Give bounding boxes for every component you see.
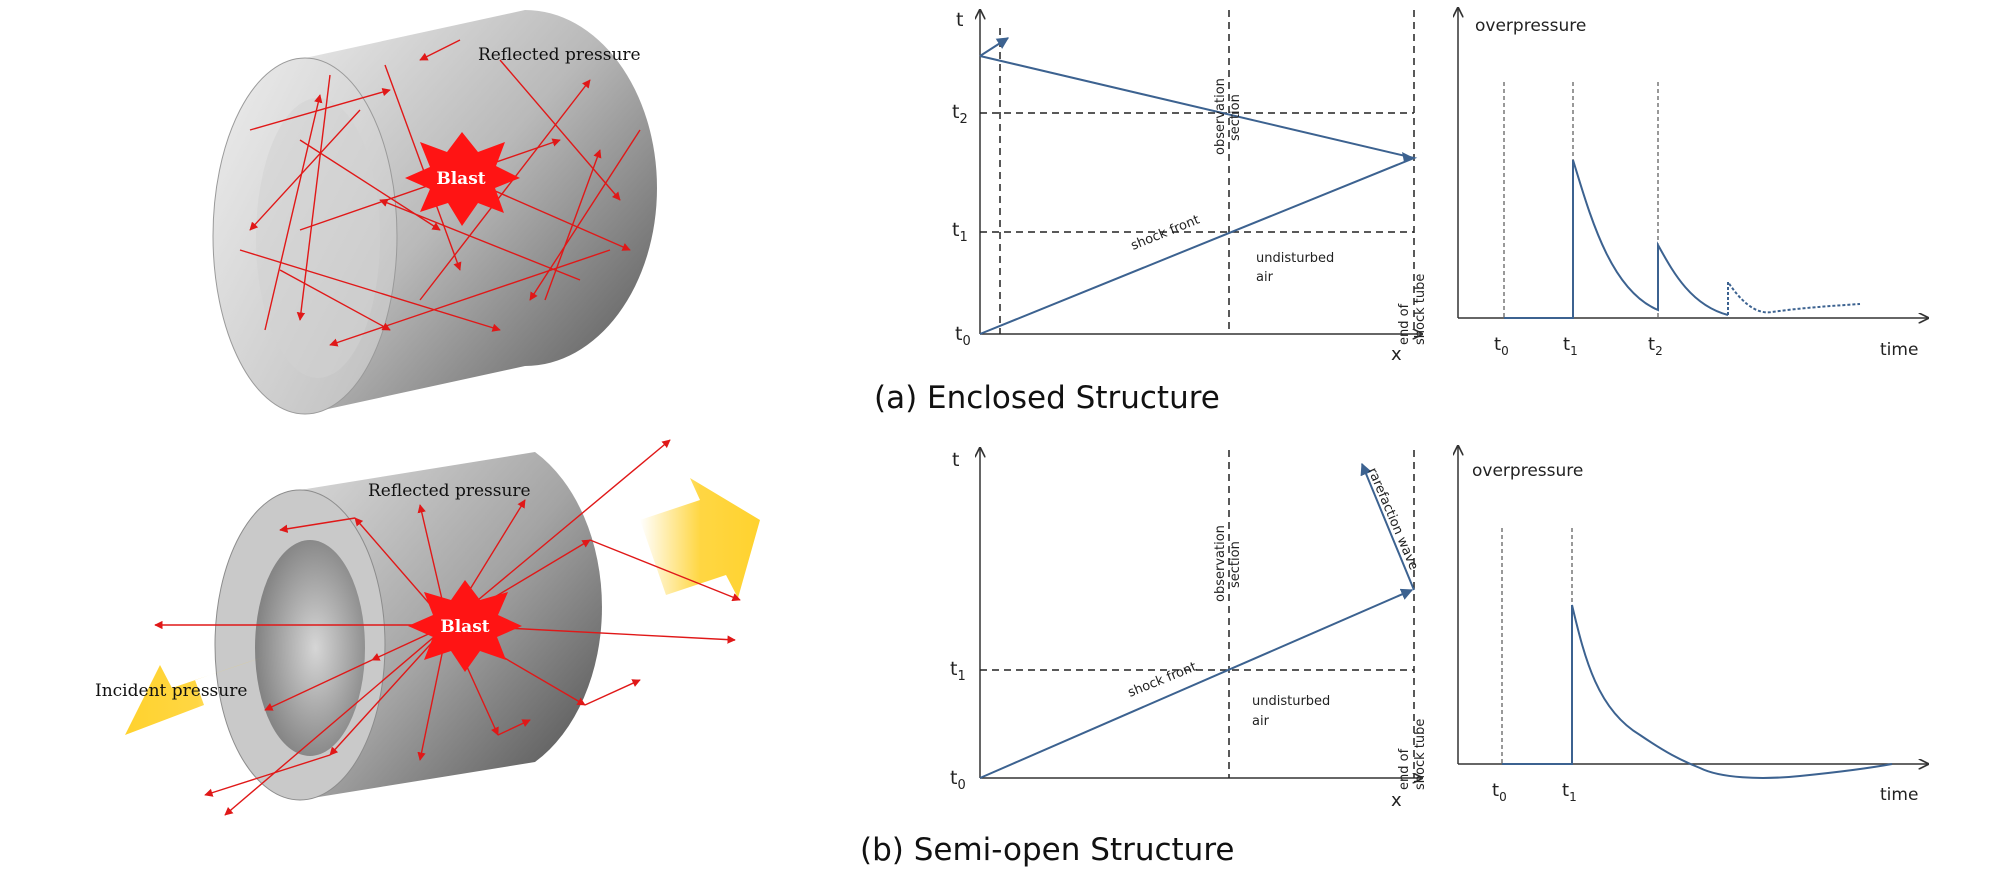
tick-t0: tt00	[1492, 780, 1507, 804]
overpressure-label: overpressure	[1475, 16, 1586, 36]
rarefaction-path	[1360, 462, 1415, 591]
caption-b: (b) Semi-open Structure	[860, 832, 1235, 868]
tick-t2: tt22	[952, 101, 968, 127]
tick-t1: tt11	[950, 658, 966, 684]
yellow-arrow-right	[640, 478, 760, 598]
cylinder-face-inner	[256, 98, 380, 378]
reflection-rays	[239, 39, 641, 347]
caption-a: (a) Enclosed Structure	[874, 380, 1220, 416]
time-label: time	[1880, 340, 1918, 360]
blast-label: Blast	[440, 617, 489, 637]
t-axis-label: t	[952, 449, 959, 471]
tick-t1: tt11	[1562, 780, 1577, 804]
panel-b-pressure-plot: overpressure time tt00 tt11	[1458, 446, 1928, 805]
observation-label: observationsection	[1213, 78, 1243, 155]
end-of-shock-tube-label: end ofshock tube	[1397, 719, 1428, 790]
end-of-shock-tube-label: end ofshock tube	[1397, 274, 1428, 345]
panel-b-xt-diagram: t x tt11 tt00 observationsection shock f…	[950, 448, 1428, 811]
shock-path	[979, 55, 1418, 335]
tick-t0: tt00	[955, 323, 971, 349]
overpressure-tail	[1727, 278, 1861, 315]
rarefaction-wave-label: rarefaction wave	[1364, 466, 1421, 573]
blast-label: Blast	[436, 169, 485, 189]
x-axis-label: x	[1391, 344, 1402, 365]
incident-pressure-label: Incident pressure	[95, 681, 247, 701]
observation-label: observationsection	[1213, 525, 1243, 602]
reflected-pressure-label: Reflected pressure	[478, 45, 641, 65]
reflection-point-marker	[1402, 152, 1414, 162]
panel-a-pressure-plot: overpressure time tt00 tt11 tt22	[1458, 8, 1928, 360]
reflected-shock-exit	[979, 37, 1010, 57]
reflected-pressure-label: Reflected pressure	[368, 481, 531, 501]
panel-b-illustration: Blast Reflected pressure Incident pressu…	[95, 439, 760, 816]
blast-burst	[405, 132, 520, 226]
overpressure-curve	[1502, 604, 1893, 779]
time-label: time	[1880, 785, 1918, 805]
tick-t2: tt22	[1648, 334, 1663, 358]
blast-burst	[408, 580, 522, 672]
overpressure-curve	[1504, 159, 1729, 319]
panel-a-illustration: Blast Reflected pressure	[212, 10, 657, 415]
t-axis-label: t	[956, 9, 963, 31]
overpressure-label: overpressure	[1472, 461, 1583, 481]
shock-path	[979, 588, 1414, 779]
x-axis-label: x	[1391, 790, 1402, 811]
tick-t1: tt11	[1563, 334, 1578, 358]
tick-t1: tt11	[952, 219, 968, 245]
shock-front-label: shock front	[1126, 660, 1199, 701]
cylinder-body	[305, 10, 657, 414]
yellow-arrow-left	[125, 655, 270, 735]
tick-t0: tt00	[1494, 334, 1509, 358]
tick-t0: tt00	[950, 767, 966, 793]
panel-a-xt-diagram: t x tt22 tt11 tt00 observationsection sh…	[952, 9, 1428, 365]
cylinder-bore	[255, 540, 365, 756]
